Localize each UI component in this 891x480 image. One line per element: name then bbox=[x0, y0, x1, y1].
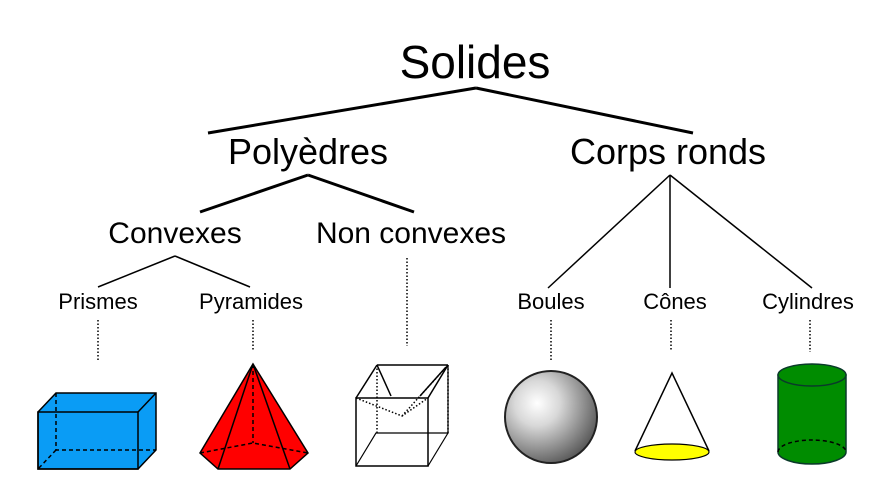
nonconvex-solid-shape bbox=[355, 364, 449, 467]
cones-label: Cônes bbox=[643, 289, 707, 314]
tree-connectors bbox=[97, 86, 813, 362]
pyramid-shape bbox=[199, 362, 309, 470]
cylinder-shape bbox=[777, 363, 847, 465]
round-bodies-label: Corps ronds bbox=[570, 131, 766, 172]
root-label: Solides bbox=[400, 36, 551, 88]
cylinders-label: Cylindres bbox=[762, 289, 854, 314]
cone-shape bbox=[634, 371, 710, 461]
sphere-shape bbox=[504, 370, 598, 464]
spheres-label: Boules bbox=[517, 289, 584, 314]
convex-label: Convexes bbox=[108, 217, 241, 250]
polyhedra-label: Polyèdres bbox=[228, 131, 388, 172]
prisms-label: Prismes bbox=[58, 289, 137, 314]
prism-shape bbox=[37, 392, 157, 470]
nonconvex-label: Non convexes bbox=[316, 217, 506, 250]
pyramids-label: Pyramides bbox=[199, 289, 303, 314]
